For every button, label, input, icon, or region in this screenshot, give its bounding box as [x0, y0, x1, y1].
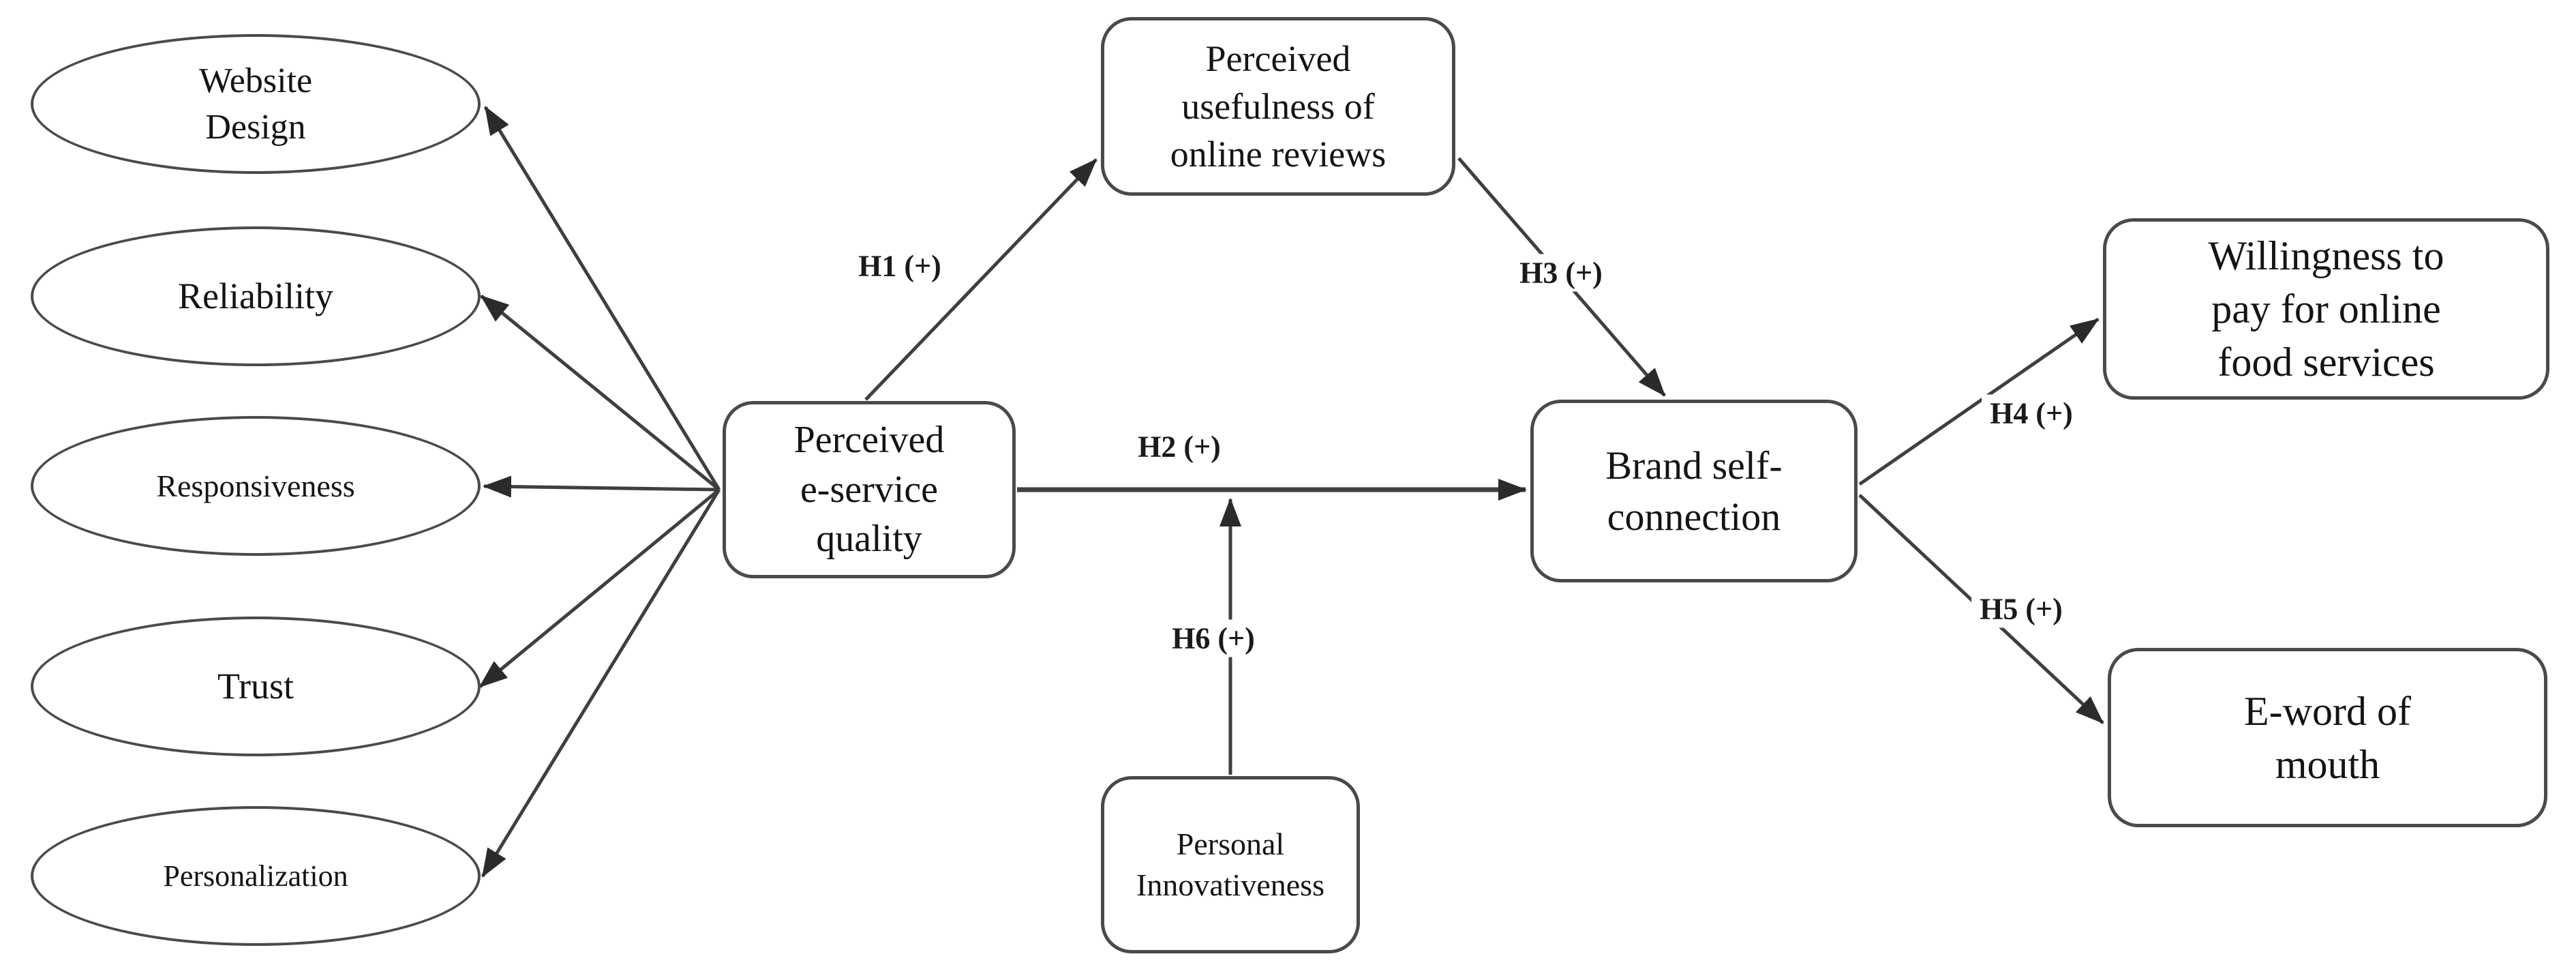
node-label: Brand self- connection [1605, 443, 1783, 539]
node-label: Trust [217, 666, 294, 707]
box-brand-self-connection: Brand self- connection [1530, 400, 1858, 582]
node-label: Website Design [198, 61, 313, 147]
box-personal-innovativeness: Personal Innovativeness [1101, 776, 1360, 953]
node-label: Perceived e-service quality [793, 418, 945, 561]
node-label: Personalization [163, 859, 348, 893]
box-perceived-e-service-quality: Perceived e-service quality [723, 401, 1016, 578]
box-willingness-to-pay: Willingness to pay for online food servi… [2103, 218, 2549, 400]
box-e-word-of-mouth: E-word of mouth [2108, 648, 2547, 827]
node-label: Perceived usefulness of online reviews [1170, 38, 1387, 175]
hypothesis-label-h2: H2 (+) [1130, 428, 1229, 466]
node-label: Personal Innovativeness [1136, 827, 1324, 902]
hypothesis-label-h1: H1 (+) [850, 247, 950, 285]
ellipse-responsiveness: Responsiveness [31, 416, 481, 556]
node-label: Responsiveness [156, 468, 355, 503]
arrow-h4 [1858, 317, 2100, 486]
arrow-h1 [864, 158, 1097, 401]
hypothesis-label-h5: H5 (+) [1971, 590, 2071, 628]
hypothesis-label-h4: H4 (+) [1982, 394, 2081, 432]
hypothesis-label-h6: H6 (+) [1164, 619, 1263, 657]
ellipse-personalization: Personalization [31, 806, 481, 946]
arrow-to-website-design [483, 106, 721, 491]
node-label: Reliability [178, 276, 333, 317]
box-perceived-usefulness-of-online-reviews: Perceived usefulness of online reviews [1101, 17, 1455, 196]
node-label: Willingness to pay for online food servi… [2208, 233, 2444, 385]
ellipse-website-design: Website Design [31, 34, 481, 174]
arrow-to-personalization [481, 488, 721, 878]
hypothesis-label-h3: H3 (+) [1511, 254, 1611, 292]
ellipse-trust: Trust [31, 617, 481, 756]
arrow-to-reliability [480, 295, 721, 491]
ellipse-reliability: Reliability [31, 226, 481, 366]
arrow-to-responsiveness [483, 475, 720, 498]
node-label: E-word of mouth [2244, 688, 2411, 787]
arrow-to-trust [479, 488, 721, 688]
